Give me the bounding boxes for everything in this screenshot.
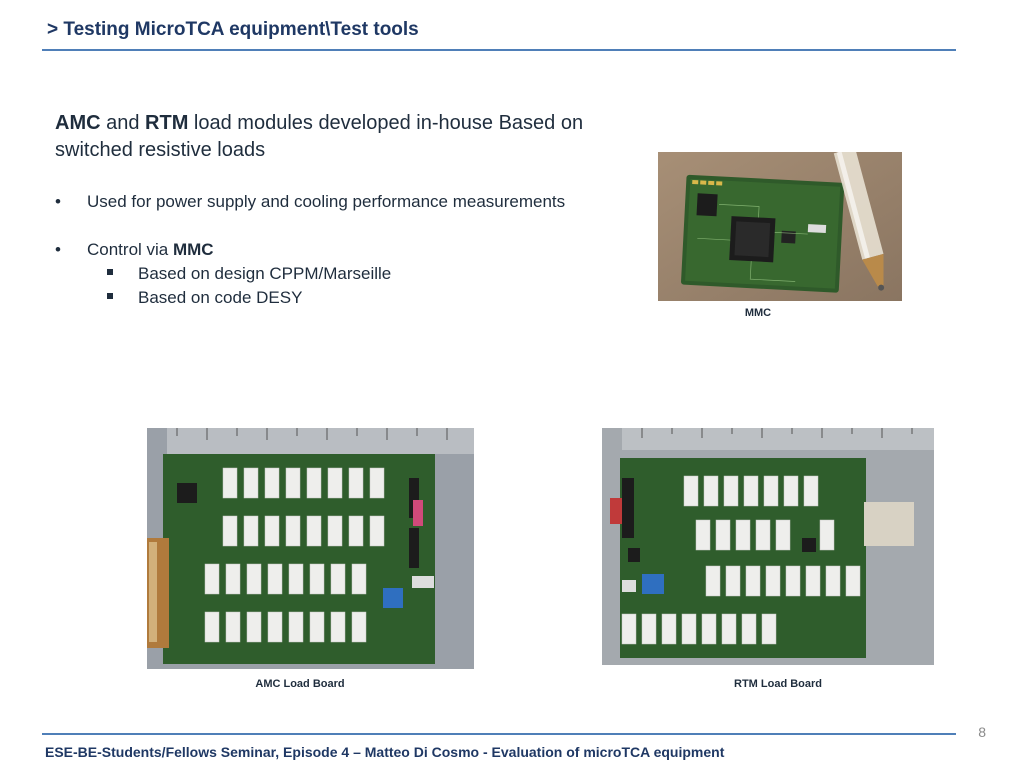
footer-text: ESE-BE-Students/Fellows Seminar, Episode… [45, 744, 725, 760]
heading-text-rest: load modules developed in-house Based on… [55, 112, 584, 161]
mmc-term: MMC [172, 240, 214, 259]
mmc-photo [658, 152, 902, 301]
subbullet-desy: Based on code DESY [107, 288, 303, 308]
slide-body: AMC and RTM load modules developed in-ho… [55, 110, 635, 164]
bullet-control-via: • Control via MMC [55, 240, 214, 260]
amc-term: AMC [55, 112, 101, 134]
amc-load-board-photo [147, 428, 474, 669]
subbullet-cppm: Based on design CPPM/Marseille [107, 264, 392, 284]
bullet-control-text: Control via [87, 240, 173, 259]
rtm-caption: RTM Load Board [734, 678, 822, 690]
bullet-power-cooling: • Used for power supply and cooling perf… [55, 192, 566, 212]
heading-text-and: and [100, 112, 146, 134]
bullet-dot-icon: • [55, 240, 61, 259]
square-bullet-icon [107, 269, 113, 275]
intro-heading: AMC and RTM load modules developed in-ho… [55, 110, 635, 164]
square-bullet-icon [107, 293, 113, 299]
bullet-power-cooling-text: Used for power supply and cooling perfor… [87, 192, 566, 211]
subbullet-cppm-text: Based on design CPPM/Marseille [138, 264, 392, 283]
subbullet-desy-text: Based on code DESY [138, 288, 303, 307]
slide-title: > Testing MicroTCA equipment\Test tools [47, 19, 419, 40]
mmc-caption: MMC [744, 307, 772, 319]
page-number: 8 [978, 724, 986, 740]
rtm-load-board-photo [602, 428, 934, 665]
bullet-dot-icon: • [55, 192, 61, 211]
rtm-term: RTM [145, 112, 189, 134]
amc-caption: AMC Load Board [255, 678, 345, 690]
title-divider [42, 49, 956, 51]
footer-divider [42, 733, 956, 735]
